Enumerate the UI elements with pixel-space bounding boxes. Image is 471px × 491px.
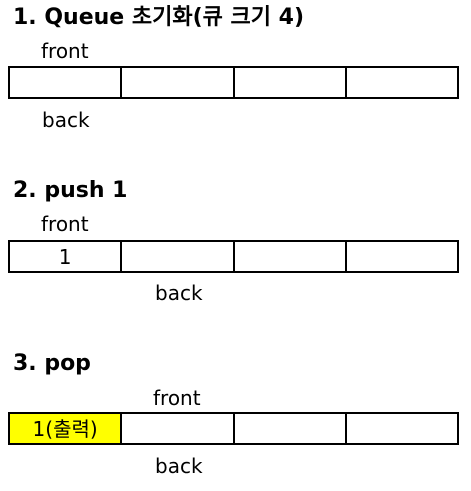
step-3-pop: 3. pop front 1(출력) back xyxy=(0,350,471,490)
step-3-queue-cell-1 xyxy=(122,414,235,443)
step-3-queue-cell-0-output: 1(출력) xyxy=(10,414,123,443)
step-3-queue: 1(출력) xyxy=(8,412,459,445)
step-1-queue-cell-2 xyxy=(235,68,347,97)
step-2-queue-cell-0: 1 xyxy=(10,242,123,271)
step-3-queue-cell-2 xyxy=(235,414,347,443)
step-1-title: 1. Queue 초기화(큐 크기 4) xyxy=(13,5,305,30)
step-1-queue xyxy=(8,66,459,99)
step-2-push: 2. push 1 front 1 back xyxy=(0,177,471,317)
step-3-back-label: back xyxy=(155,454,203,478)
step-3-title: 3. pop xyxy=(13,351,91,376)
step-2-queue-cell-2 xyxy=(235,242,347,271)
step-1-back-label: back xyxy=(42,108,90,132)
step-1-initialize: 1. Queue 초기화(큐 크기 4) front back xyxy=(0,4,471,144)
step-2-queue-cell-1 xyxy=(122,242,235,271)
step-2-back-label: back xyxy=(155,281,203,305)
step-1-queue-cell-0 xyxy=(10,68,123,97)
step-3-front-label: front xyxy=(153,386,201,410)
step-2-queue-cell-3 xyxy=(347,242,457,271)
step-1-queue-cell-3 xyxy=(347,68,457,97)
step-2-queue: 1 xyxy=(8,240,459,273)
step-2-title: 2. push 1 xyxy=(13,178,128,203)
step-3-queue-cell-3 xyxy=(347,414,457,443)
step-2-front-label: front xyxy=(41,212,89,236)
step-1-front-label: front xyxy=(41,39,89,63)
step-1-queue-cell-1 xyxy=(122,68,235,97)
